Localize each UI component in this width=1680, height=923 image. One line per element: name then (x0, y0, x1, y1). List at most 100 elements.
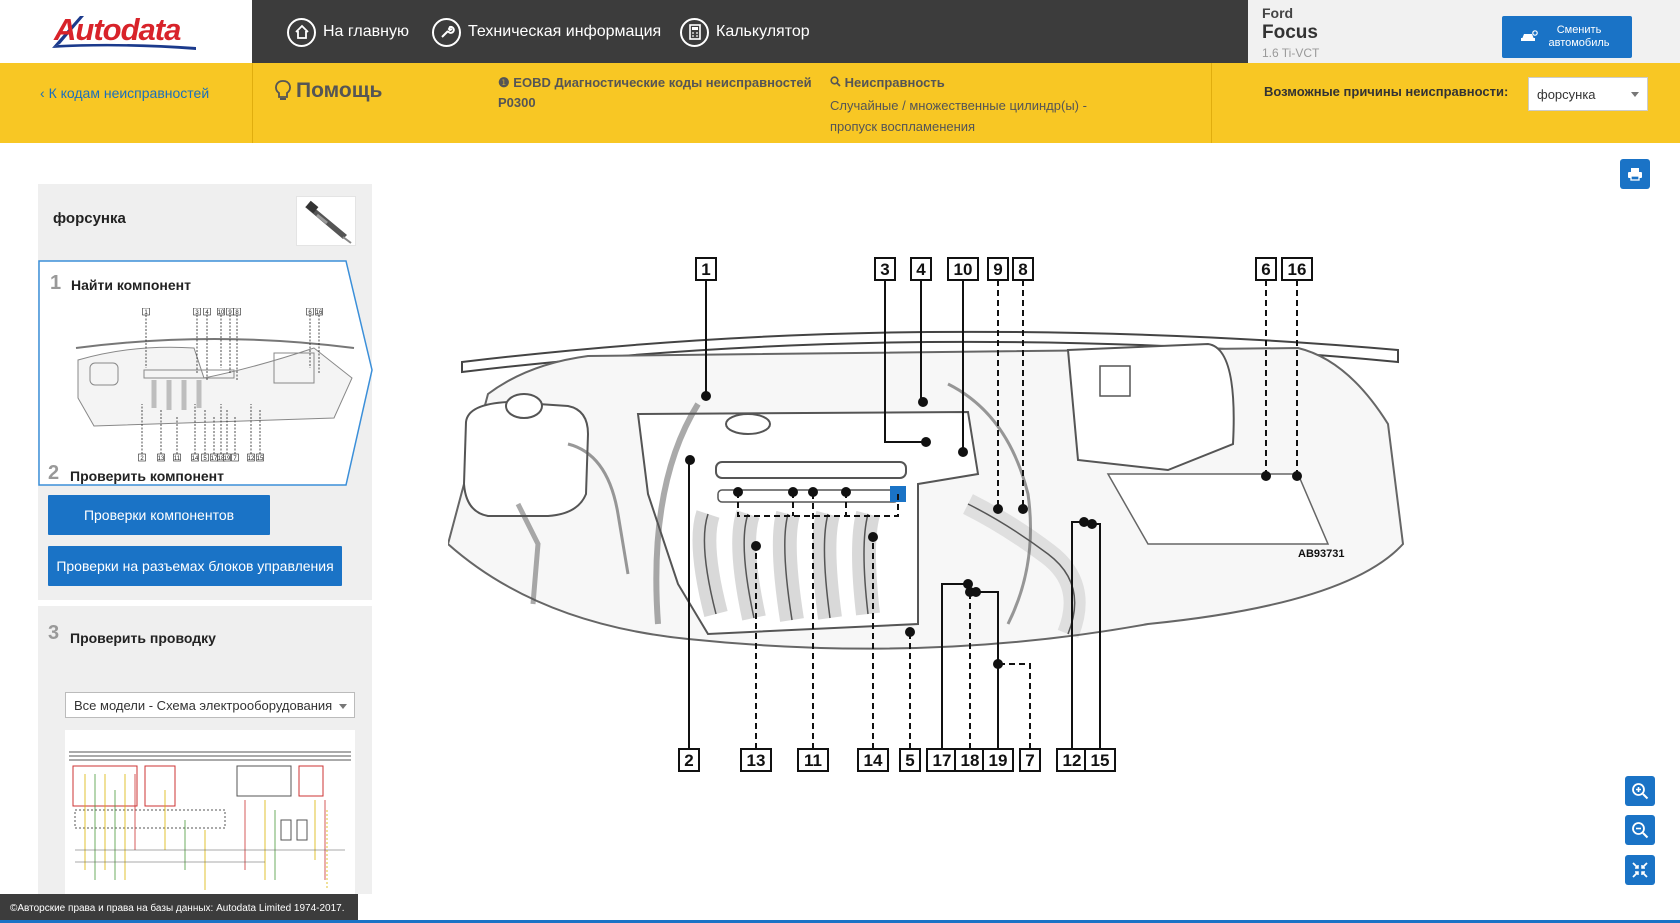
callout-marker (993, 504, 1003, 514)
divider (1211, 63, 1212, 143)
vehicle-info: Ford Focus 1.6 Ti-VCT Сменить автомобиль (1248, 0, 1680, 63)
ecu-connector-checks-button[interactable]: Проверки на разъемах блоков управления (48, 546, 342, 586)
svg-text:10: 10 (954, 260, 973, 279)
info-icon: ❶ (498, 75, 510, 90)
wrench-icon (432, 17, 461, 47)
callout-marker (1261, 471, 1271, 481)
wiring-diagram-select[interactable]: Все модели - Схема электрооборудования (65, 692, 355, 718)
mini-callout-label: 7 (233, 456, 237, 462)
svg-text:17: 17 (933, 751, 952, 770)
change-vehicle-label: Сменить автомобиль (1548, 24, 1610, 49)
home-icon (287, 17, 316, 47)
mini-callout-label: 2 (140, 456, 144, 462)
mini-callout-label: 17 (211, 456, 218, 462)
diagram-ref-code: AB93731 (1298, 548, 1344, 560)
mini-callout-label: 18 (218, 456, 225, 462)
callout-leader (941, 583, 968, 749)
callout-marker (1292, 471, 1302, 481)
callout-label-14[interactable]: 14 (857, 748, 889, 772)
help-link[interactable]: Помощь (274, 79, 382, 103)
svg-text:18: 18 (961, 751, 980, 770)
fault-header: ‹ К кодам неисправностей Помощь ❶ EOBD Д… (0, 63, 1680, 143)
svg-text:9: 9 (993, 260, 1002, 279)
callout-marker (808, 487, 818, 497)
mini-callout-label: 4 (205, 310, 209, 316)
callout-marker (921, 437, 931, 447)
callout-marker (733, 487, 743, 497)
callout-label-11[interactable]: 11 (797, 748, 829, 772)
callout-marker (868, 532, 878, 542)
logo-swoosh-icon (52, 16, 196, 50)
nav-calculator[interactable]: Калькулятор (680, 15, 810, 49)
mini-callout-label: 1 (144, 310, 148, 316)
mini-callout-label: 3 (195, 310, 199, 316)
callout-label-10[interactable]: 10 (947, 257, 979, 281)
callout-marker (918, 397, 928, 407)
svg-text:3: 3 (880, 260, 889, 279)
callout-label-8[interactable]: 8 (1012, 257, 1034, 281)
fit-to-screen-button[interactable] (1625, 855, 1655, 885)
callout-label-2[interactable]: 2 (678, 748, 700, 772)
callout-label-19[interactable]: 19 (982, 748, 1014, 772)
svg-text:8: 8 (1018, 260, 1027, 279)
possible-causes-value: форсунка (1537, 87, 1596, 102)
callout-marker (685, 455, 695, 465)
callout-marker (788, 487, 798, 497)
nav-calculator-label: Калькулятор (716, 23, 810, 40)
zoom-out-button[interactable] (1625, 815, 1655, 845)
wiring-diagram-preview (69, 751, 351, 890)
vehicle-engine: 1.6 Ti-VCT (1262, 46, 1320, 60)
callout-label-13[interactable]: 13 (740, 748, 772, 772)
callout-marker (963, 579, 973, 589)
nav-home-label: На главную (323, 23, 409, 40)
chevron-left-icon: ‹ (40, 85, 49, 101)
callout-label-1[interactable]: 1 (695, 257, 717, 281)
callout-label-12[interactable]: 12 (1056, 748, 1088, 772)
eobd-text: EOBD Диагностические коды неисправностей (513, 75, 812, 90)
print-button[interactable] (1620, 159, 1650, 189)
component-checks-button[interactable]: Проверки компонентов (48, 495, 270, 535)
callout-label-5[interactable]: 5 (899, 748, 921, 772)
callout-label-4[interactable]: 4 (910, 257, 932, 281)
callout-label-17[interactable]: 17 (926, 748, 958, 772)
svg-text:2: 2 (684, 751, 693, 770)
change-vehicle-button[interactable]: Сменить автомобиль (1502, 16, 1632, 58)
wiring-diagram-thumbnail[interactable] (65, 730, 355, 894)
nav-tech-info-label: Техническая информация (468, 23, 662, 40)
eobd-label: ❶ EOBD Диагностические коды неисправност… (498, 75, 812, 91)
mini-callout-label: 13 (158, 456, 165, 462)
injector-icon (305, 200, 352, 244)
chevron-down-icon (339, 704, 347, 709)
logo[interactable]: Autodata (0, 0, 252, 63)
svg-text:6: 6 (1261, 260, 1270, 279)
callout-label-3[interactable]: 3 (874, 257, 896, 281)
nav-home[interactable]: На главную (287, 15, 409, 49)
callout-marker (1087, 519, 1097, 529)
step-active-frame (38, 260, 373, 486)
back-to-codes-link[interactable]: ‹ К кодам неисправностей (40, 85, 209, 101)
zoom-in-icon (1632, 783, 1649, 800)
callout-marker (993, 659, 1003, 669)
car-icon (1521, 30, 1538, 41)
printer-icon (1628, 168, 1642, 181)
divider (252, 63, 253, 143)
callout-label-18[interactable]: 18 (954, 748, 986, 772)
nav-tech-info[interactable]: Техническая информация (432, 15, 661, 49)
callout-marker (701, 391, 711, 401)
callout-leader (688, 459, 690, 749)
callout-label-15[interactable]: 15 (1084, 748, 1116, 772)
callout-label-9[interactable]: 9 (987, 257, 1009, 281)
callout-label-6[interactable]: 6 (1255, 257, 1277, 281)
svg-text:19: 19 (989, 751, 1008, 770)
possible-causes-select[interactable]: форсунка (1528, 77, 1648, 111)
callout-label-7[interactable]: 7 (1019, 748, 1041, 772)
search-icon (830, 76, 841, 87)
zoom-in-button[interactable] (1625, 776, 1655, 806)
wiring-diagram-value: Все модели - Схема электрооборудования (74, 698, 333, 713)
callout-label-16[interactable]: 16 (1281, 257, 1313, 281)
help-label: Помощь (296, 79, 383, 102)
step-1-number: 1 (50, 272, 62, 294)
